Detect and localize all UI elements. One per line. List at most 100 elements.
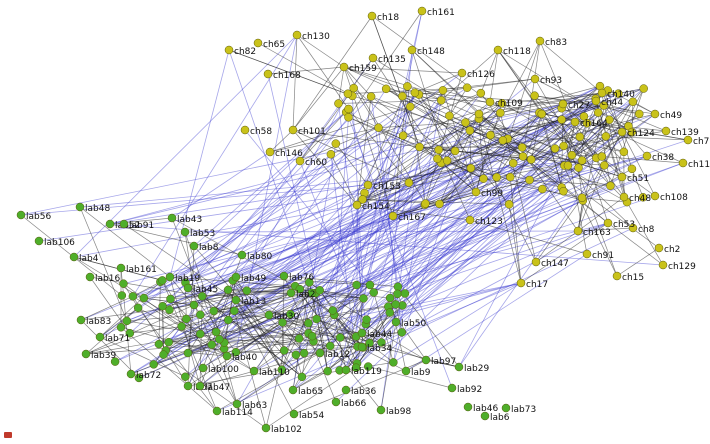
inner-edge <box>490 119 562 136</box>
node-lab119 <box>341 365 351 375</box>
inner-edge <box>502 140 564 192</box>
node-label-lab36: lab36 <box>351 387 376 397</box>
node-label-lab30: lab30 <box>274 312 299 322</box>
node-lab47 <box>195 381 205 391</box>
node-lab30 <box>264 310 274 320</box>
inner-edge <box>455 150 583 161</box>
unlabeled-node <box>344 104 353 114</box>
node-lab161 <box>116 263 126 273</box>
inner-edge <box>616 247 660 277</box>
cross-edge <box>219 162 442 340</box>
unlabeled-node <box>619 147 629 157</box>
node-label-ch123: ch123 <box>475 217 503 227</box>
unlabeled-node <box>278 318 287 327</box>
unlabeled-node <box>559 186 568 196</box>
unlabeled-node <box>474 109 484 119</box>
unlabeled-node <box>517 143 527 152</box>
node-label-lab29: lab29 <box>464 364 489 374</box>
corner-logo-icon <box>4 432 12 438</box>
inner-edge <box>227 289 295 415</box>
inner-edge <box>496 112 540 178</box>
node-lab9 <box>401 366 411 376</box>
inner-edge <box>330 92 481 155</box>
node-label-ch71: ch71 <box>693 137 710 147</box>
inner-edge <box>129 314 270 334</box>
node-label-ch167: ch167 <box>398 213 426 223</box>
unlabeled-node <box>400 289 410 298</box>
node-label-lab39: lab39 <box>91 351 116 361</box>
node-lab66 <box>331 397 341 407</box>
inner-edge <box>414 78 536 94</box>
unlabeled-node <box>158 276 167 285</box>
node-label-lab45: lab45 <box>193 285 218 295</box>
node-lab56 <box>16 210 26 220</box>
inner-edge <box>123 223 237 301</box>
cross-edge <box>213 98 596 312</box>
node-label-lab53: lab53 <box>190 229 215 239</box>
node-ch163 <box>573 226 583 236</box>
inner-edge <box>440 49 499 101</box>
unlabeled-node <box>438 86 448 95</box>
node-label-lab98: lab98 <box>386 407 411 417</box>
node-label-lab19: lab19 <box>175 274 200 284</box>
inner-edge <box>99 336 186 378</box>
unlabeled-node <box>325 341 335 351</box>
unlabeled-node <box>363 362 373 371</box>
inner-edge <box>330 154 358 206</box>
inner-edge <box>170 298 228 357</box>
inner-edge <box>235 299 303 378</box>
inner-edge <box>449 115 491 136</box>
inner-edge <box>294 285 357 368</box>
node-label-ch99: ch99 <box>481 189 503 199</box>
inner-edge <box>257 42 353 97</box>
inner-edge <box>85 344 212 355</box>
unlabeled-node <box>242 286 252 295</box>
cross-edge <box>392 90 444 363</box>
node-lab12 <box>315 348 325 358</box>
unlabeled-node <box>479 174 488 183</box>
unlabeled-node <box>600 161 609 170</box>
node-ch108 <box>650 191 660 201</box>
node-label-ch60: ch60 <box>305 158 327 168</box>
inner-edge <box>353 87 379 128</box>
inner-edge <box>367 92 482 186</box>
unlabeled-node <box>304 318 313 328</box>
unlabeled-node <box>294 334 304 343</box>
inner-edge <box>343 66 372 97</box>
inner-edge <box>395 304 403 333</box>
inner-edge <box>605 136 689 141</box>
unlabeled-node <box>385 308 395 317</box>
inner-edge <box>397 286 460 368</box>
unlabeled-node <box>119 279 128 288</box>
node-label-ch146: ch146 <box>275 149 303 159</box>
inner-edge <box>356 321 397 364</box>
inner-edge <box>578 167 583 198</box>
node-label-lab4: lab4 <box>79 254 99 264</box>
inner-edge <box>454 122 466 152</box>
inner-edge <box>595 98 628 203</box>
inner-edge <box>228 285 296 291</box>
node-lab76 <box>279 271 289 281</box>
inner-edge <box>224 332 309 343</box>
inner-edge <box>478 118 628 203</box>
inner-edge <box>403 102 503 136</box>
inner-edge <box>603 105 667 132</box>
inner-edge <box>356 204 471 221</box>
node-ch11 <box>678 158 688 168</box>
node-lab100 <box>198 363 208 373</box>
inner-edge <box>292 342 370 391</box>
inner-edge <box>567 93 619 166</box>
node-ch148 <box>407 45 417 55</box>
node-label-lab48: lab48 <box>85 204 110 214</box>
unlabeled-node <box>550 144 560 153</box>
cross-edge <box>236 92 416 405</box>
unlabeled-node <box>389 358 398 367</box>
cross-edge <box>392 118 480 363</box>
node-ch99 <box>471 187 481 197</box>
node-label-ch91: ch91 <box>592 251 614 261</box>
inner-edge <box>85 314 201 355</box>
inner-edge <box>370 96 524 157</box>
unlabeled-node <box>381 84 391 94</box>
